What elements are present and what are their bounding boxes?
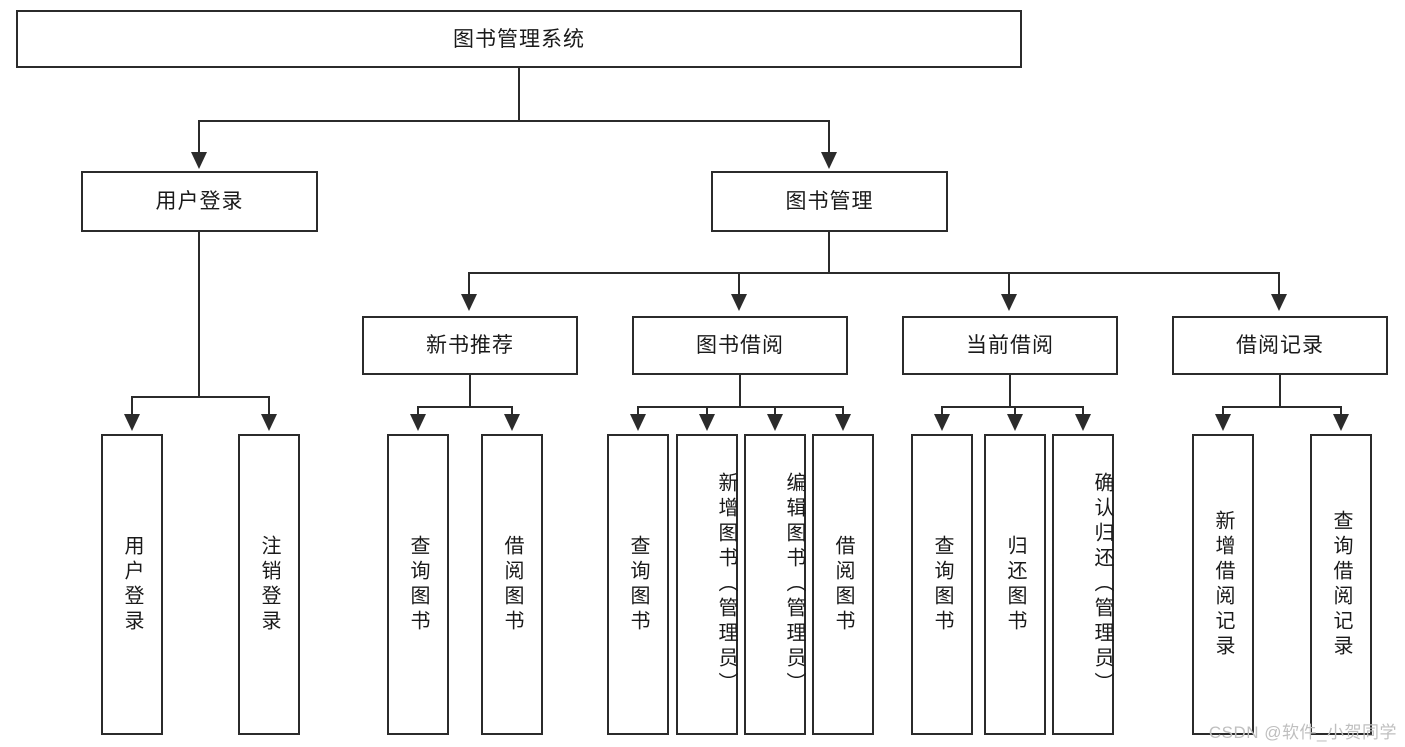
arrow-to-book-borrow-icon bbox=[731, 294, 747, 311]
edge-current-borrow-branch-3 bbox=[1082, 406, 1084, 416]
leaf-add-borrow-record[interactable]: 新增借阅记录 bbox=[1192, 434, 1254, 735]
node-label: 借阅图书 bbox=[501, 534, 523, 635]
node-label: 借阅图书 bbox=[832, 534, 854, 635]
edge-book-mgmt-branch-1 bbox=[468, 272, 470, 296]
arrow-to-borrow-record-icon bbox=[1271, 294, 1287, 311]
arrow-cb-leaf-1-icon bbox=[934, 414, 950, 431]
edge-borrow-record-branch-2 bbox=[1340, 406, 1342, 416]
edge-user-login-bus bbox=[131, 396, 269, 398]
node-label: 确认归还（管理员） bbox=[1091, 472, 1113, 697]
node-label: 注销登录 bbox=[258, 534, 280, 635]
edge-book-borrow-stem bbox=[739, 375, 741, 406]
edge-book-borrow-branch-1 bbox=[637, 406, 639, 416]
leaf-logout[interactable]: 注销登录 bbox=[238, 434, 300, 735]
edge-borrow-record-bus bbox=[1222, 406, 1341, 408]
edge-root-bus bbox=[198, 120, 830, 122]
edge-current-borrow-bus bbox=[941, 406, 1083, 408]
node-label: 查询图书 bbox=[407, 534, 429, 635]
node-current-borrow[interactable]: 当前借阅 bbox=[902, 316, 1118, 375]
edge-new-book-rec-bus bbox=[417, 406, 513, 408]
edge-root-to-book-mgmt bbox=[828, 120, 830, 152]
leaf-query-book-nbr[interactable]: 查询图书 bbox=[387, 434, 449, 735]
edge-book-borrow-branch-3 bbox=[774, 406, 776, 416]
arrow-user-login-leaf-2-icon bbox=[261, 414, 277, 431]
node-label: 查询图书 bbox=[627, 534, 649, 635]
edge-book-mgmt-branch-4 bbox=[1278, 272, 1280, 296]
node-book-management[interactable]: 图书管理 bbox=[711, 171, 948, 232]
node-book-borrow[interactable]: 图书借阅 bbox=[632, 316, 848, 375]
node-label: 编辑图书（管理员） bbox=[783, 472, 805, 697]
leaf-query-book-cb[interactable]: 查询图书 bbox=[911, 434, 973, 735]
edge-root-to-user-login bbox=[198, 120, 200, 152]
watermark-text: CSDN @软件_小贺同学 bbox=[1208, 723, 1397, 742]
edge-new-book-rec-branch-1 bbox=[417, 406, 419, 416]
leaf-confirm-return-admin[interactable]: 确认归还（管理员） bbox=[1052, 434, 1114, 735]
edge-current-borrow-branch-1 bbox=[941, 406, 943, 416]
leaf-query-borrow-record[interactable]: 查询借阅记录 bbox=[1310, 434, 1372, 735]
arrow-root-to-book-mgmt-icon bbox=[821, 152, 837, 169]
node-label: 当前借阅 bbox=[966, 334, 1054, 357]
edge-book-borrow-bus bbox=[637, 406, 843, 408]
node-label: 新增图书（管理员） bbox=[715, 472, 737, 697]
edge-borrow-record-stem bbox=[1279, 375, 1281, 406]
arrow-to-current-borrow-icon bbox=[1001, 294, 1017, 311]
node-label: 图书借阅 bbox=[696, 334, 784, 357]
edge-new-book-rec-stem bbox=[469, 375, 471, 406]
arrow-root-to-user-login-icon bbox=[191, 152, 207, 169]
arrow-nbr-leaf-1-icon bbox=[410, 414, 426, 431]
arrow-bb-leaf-2-icon bbox=[699, 414, 715, 431]
node-root-system[interactable]: 图书管理系统 bbox=[16, 10, 1022, 68]
leaf-borrow-book-nbr[interactable]: 借阅图书 bbox=[481, 434, 543, 735]
arrow-cb-leaf-2-icon bbox=[1007, 414, 1023, 431]
leaf-query-book-bb[interactable]: 查询图书 bbox=[607, 434, 669, 735]
leaf-borrow-book-bb[interactable]: 借阅图书 bbox=[812, 434, 874, 735]
arrow-nbr-leaf-2-icon bbox=[504, 414, 520, 431]
node-label: 用户登录 bbox=[121, 534, 143, 635]
arrow-user-login-leaf-1-icon bbox=[124, 414, 140, 431]
node-label: 借阅记录 bbox=[1236, 334, 1324, 357]
node-borrow-record[interactable]: 借阅记录 bbox=[1172, 316, 1388, 375]
edge-root-stem bbox=[518, 68, 520, 120]
arrow-br-leaf-1-icon bbox=[1215, 414, 1231, 431]
arrow-bb-leaf-4-icon bbox=[835, 414, 851, 431]
edge-book-mgmt-branch-2 bbox=[738, 272, 740, 296]
leaf-edit-book-admin[interactable]: 编辑图书（管理员） bbox=[744, 434, 806, 735]
node-user-login[interactable]: 用户登录 bbox=[81, 171, 318, 232]
arrow-to-new-book-rec-icon bbox=[461, 294, 477, 311]
edge-new-book-rec-branch-2 bbox=[511, 406, 513, 416]
node-label: 图书管理 bbox=[785, 190, 874, 213]
node-label: 查询图书 bbox=[931, 534, 953, 635]
edge-user-login-stem bbox=[198, 232, 200, 396]
node-label: 查询借阅记录 bbox=[1330, 509, 1352, 660]
edge-user-login-branch-1 bbox=[131, 396, 133, 416]
arrow-bb-leaf-3-icon bbox=[767, 414, 783, 431]
arrow-br-leaf-2-icon bbox=[1333, 414, 1349, 431]
node-label: 新增借阅记录 bbox=[1212, 509, 1234, 660]
node-new-book-recommend[interactable]: 新书推荐 bbox=[362, 316, 578, 375]
edge-book-mgmt-bus bbox=[468, 272, 1280, 274]
node-label: 归还图书 bbox=[1004, 534, 1026, 635]
arrow-cb-leaf-3-icon bbox=[1075, 414, 1091, 431]
edge-book-borrow-branch-4 bbox=[842, 406, 844, 416]
edge-current-borrow-branch-2 bbox=[1014, 406, 1016, 416]
arrow-bb-leaf-1-icon bbox=[630, 414, 646, 431]
edge-book-mgmt-branch-3 bbox=[1008, 272, 1010, 296]
leaf-user-login[interactable]: 用户登录 bbox=[101, 434, 163, 735]
node-label: 新书推荐 bbox=[426, 334, 514, 357]
edge-current-borrow-stem bbox=[1009, 375, 1011, 406]
edge-borrow-record-branch-1 bbox=[1222, 406, 1224, 416]
edge-book-borrow-branch-2 bbox=[706, 406, 708, 416]
edge-user-login-branch-2 bbox=[268, 396, 270, 416]
node-label: 用户登录 bbox=[155, 190, 244, 213]
node-label: 图书管理系统 bbox=[453, 27, 585, 51]
leaf-return-book[interactable]: 归还图书 bbox=[984, 434, 1046, 735]
leaf-add-book-admin[interactable]: 新增图书（管理员） bbox=[676, 434, 738, 735]
edge-book-mgmt-stem bbox=[828, 232, 830, 272]
